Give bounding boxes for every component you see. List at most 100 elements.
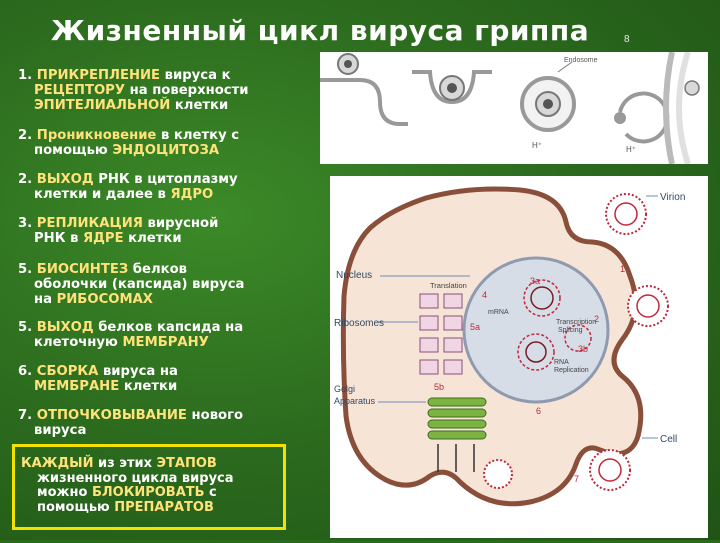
step-text: белков капсида на	[93, 320, 244, 335]
golgi-apparatus-icon	[427, 397, 487, 440]
step-item: 6. СБОРКА вируса на МЕМБРАНЕ клетки	[18, 364, 318, 394]
step-number: 1.	[18, 68, 33, 83]
step-marker: 6	[536, 406, 541, 416]
step-text: вируса на	[98, 364, 178, 379]
label-golgi: Golgi	[334, 384, 355, 394]
step-marker: 3a	[530, 276, 540, 286]
endosome-label: Endosome	[564, 57, 598, 64]
virus-icon	[684, 80, 700, 96]
callout-keyword: БЛОКИРОВАТЬ	[91, 485, 205, 500]
step-keyword: РЕЦЕПТОРУ	[34, 83, 125, 98]
step-keyword: ОТПОЧКОВЫВАНИЕ	[36, 408, 187, 423]
step-marker: 5a	[470, 322, 480, 332]
step-text: на поверхности	[125, 83, 249, 98]
virus-icon	[439, 75, 465, 101]
proton-label: H⁺	[532, 141, 542, 150]
step-number: 6.	[18, 364, 33, 379]
rna-cluster-icon	[564, 324, 592, 352]
step-keyword: ЯДРЕ	[83, 231, 124, 246]
step-text: белков	[128, 262, 187, 277]
step-item: 5. БИОСИНТЕЗ белков оболочки (капсида) в…	[18, 262, 318, 307]
label-virion: Virion	[660, 192, 685, 203]
step-text: в клетку с	[156, 128, 240, 143]
step-text: вирусной	[142, 216, 219, 231]
virion-icon	[605, 193, 647, 235]
step-keyword: СБОРКА	[36, 364, 99, 379]
callout-text: помощью	[37, 499, 115, 515]
step-keyword: РИБОСОМАХ	[56, 292, 153, 307]
fusion-icon	[614, 91, 670, 144]
step-item: 1. ПРИКРЕПЛЕНИЕ вируса к РЕЦЕПТОРУ на по…	[18, 68, 318, 113]
step-number: 3.	[18, 216, 33, 231]
slide-title: Жизненный цикл вируса гриппа	[50, 14, 590, 47]
label-rna-replication: RNA	[554, 359, 569, 366]
callout-text: жизненного цикла вируса	[37, 470, 234, 486]
label-mrna: mRNA	[488, 309, 509, 316]
step-text: клетки и далее в	[34, 187, 171, 202]
step-text: РНК в цитоплазму	[93, 172, 238, 187]
label-translation: Translation	[430, 281, 467, 290]
step-text: клетки	[119, 379, 178, 394]
step-keyword: ЯДРО	[170, 187, 214, 202]
label-nucleus: Nucleus	[336, 270, 372, 281]
step-text: клетки	[170, 98, 229, 113]
rna-cluster-icon	[517, 333, 555, 371]
step-number: 7.	[18, 408, 33, 423]
callout-box: КАЖДЫЙ из этих ЭТАПОВ жизненного цикла в…	[12, 444, 286, 530]
step-text: оболочки (капсида) вируса	[34, 277, 245, 292]
step-text: нового	[186, 408, 244, 423]
label-golgi-line2: Apparatus	[334, 396, 376, 406]
step-keyword: МЕМБРАНУ	[122, 335, 209, 350]
virion-icon	[483, 459, 513, 489]
step-number: 5.	[18, 320, 33, 335]
step-keyword: РЕПЛИКАЦИЯ	[36, 216, 143, 231]
step-number: 2.	[18, 172, 33, 187]
label-transcription-line2: Splicing	[558, 327, 583, 334]
nucleus-shape	[462, 256, 610, 404]
callout-text: можно	[37, 485, 92, 500]
step-keyword: ВЫХОД	[36, 172, 94, 187]
step-text: клеточную	[34, 335, 123, 350]
callout-text: с	[204, 485, 217, 500]
step-keyword: ПРИКРЕПЛЕНИЕ	[36, 68, 161, 83]
ribosome-cluster	[419, 293, 463, 375]
step-text: клетки	[123, 231, 182, 246]
callout-keyword: ЭТАПОВ	[156, 456, 217, 471]
step-text: РНК в	[34, 231, 84, 246]
endosome-icon	[520, 76, 576, 132]
virus-icon	[337, 53, 359, 75]
callout-keyword: ПРЕПАРАТОВ	[114, 499, 214, 515]
cell-diagram: Virion Nucleus Ribosomes Golgi Apparatus…	[330, 176, 708, 538]
membrane-line	[320, 78, 408, 126]
step-text: помощью	[34, 143, 113, 158]
step-keyword: ВЫХОД	[36, 320, 94, 335]
step-text: вируса	[34, 423, 87, 438]
virion-icon	[627, 285, 669, 327]
step-number: 2.	[18, 128, 33, 143]
step-keyword: ЭНДОЦИТОЗА	[112, 143, 220, 158]
step-keyword: Проникновение	[36, 128, 157, 143]
step-keyword: МЕМБРАНЕ	[34, 379, 120, 394]
page-number: 8	[624, 34, 630, 45]
step-keyword: ЭПИТЕЛИАЛЬНОЙ	[34, 98, 171, 113]
label-ribosomes: Ribosomes	[334, 318, 384, 329]
step-item: 5. ВЫХОД белков капсида на клеточную МЕМ…	[18, 320, 318, 350]
step-marker: 7	[574, 474, 579, 484]
step-number: 5.	[18, 262, 33, 277]
label-transcription: Transcription	[556, 319, 596, 326]
rna-cluster-icon	[523, 279, 561, 317]
step-text: на	[34, 292, 57, 307]
step-marker: 3b	[578, 344, 588, 354]
export-arrows	[437, 444, 475, 472]
callout-text: из этих	[93, 456, 157, 471]
step-text: вируса к	[160, 68, 231, 83]
virion-icon	[589, 449, 631, 491]
step-marker: 1	[620, 264, 625, 274]
step-item: 3. РЕПЛИКАЦИЯ вирусной РНК в ЯДРЕ клетки	[18, 216, 318, 246]
step-keyword: БИОСИНТЕЗ	[36, 262, 129, 277]
label-rna-replication-line2: Replication	[554, 367, 589, 374]
step-item: 2. ВЫХОД РНК в цитоплазму клетки и далее…	[18, 172, 318, 202]
callout-keyword: КАЖДЫЙ	[21, 456, 94, 471]
label-cell: Cell	[660, 434, 677, 445]
step-marker: 5b	[434, 382, 444, 392]
